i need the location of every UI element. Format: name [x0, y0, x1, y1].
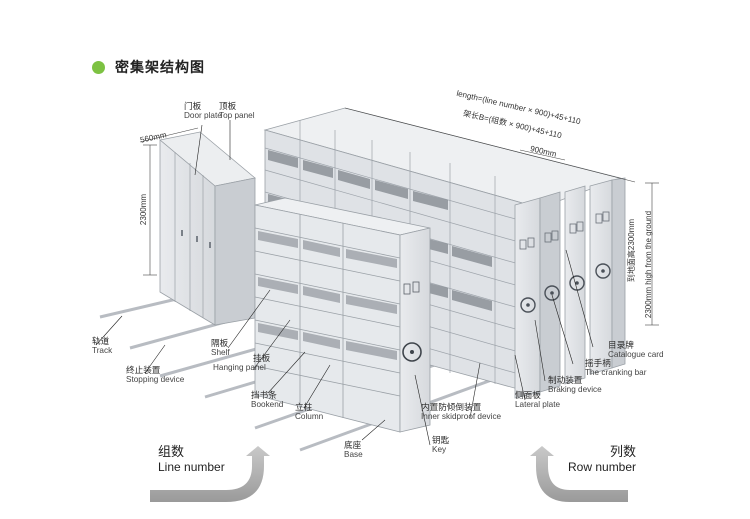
height-right-en: 2300mm high from the ground — [644, 211, 653, 318]
title-group: 密集架结构图 — [92, 57, 205, 77]
page-title: 密集架结构图 — [115, 57, 205, 77]
height-right-zh: 到地面高2300mm — [626, 219, 637, 282]
bullet-icon — [92, 61, 105, 74]
closed-cabinet — [160, 132, 255, 325]
height-label: 2300mm — [139, 194, 148, 225]
